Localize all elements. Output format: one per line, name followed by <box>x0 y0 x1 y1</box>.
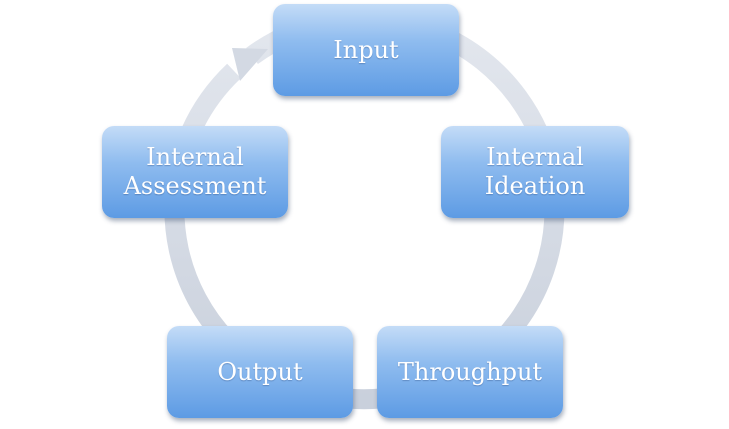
node-input: Input <box>273 4 459 96</box>
node-output: Output <box>167 326 353 418</box>
node-internal-ideation: Internal Ideation <box>441 126 629 218</box>
node-internal-assessment: Internal Assessment <box>102 126 288 218</box>
node-throughput: Throughput <box>377 326 563 418</box>
cycle-arrowhead <box>232 48 268 81</box>
